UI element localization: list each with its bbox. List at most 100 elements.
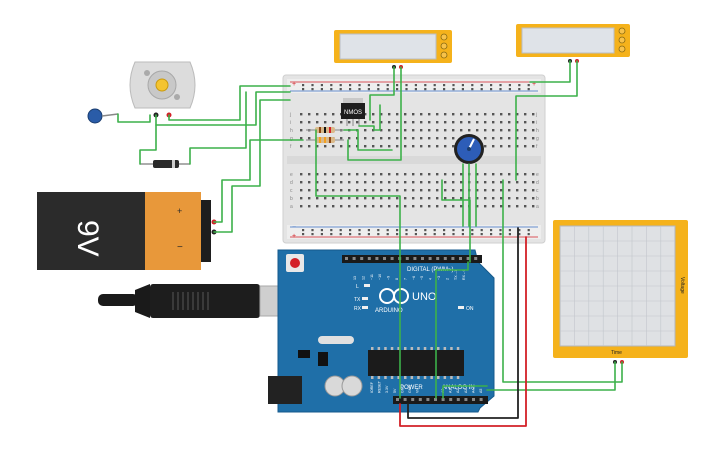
wire-pwm-to-board[interactable] (315, 129, 401, 399)
analog-label: ANALOG IN (442, 385, 475, 391)
power-jack[interactable] (268, 376, 302, 404)
rail-plus-label-right: + (532, 81, 536, 88)
wire-5v-red[interactable] (399, 236, 527, 427)
digital-header[interactable] (342, 255, 482, 263)
wire-battery-minus[interactable] (213, 99, 291, 233)
wire-motor-to-board[interactable] (155, 91, 291, 126)
row-label: c (290, 188, 293, 194)
pin-label: 2 (445, 278, 449, 280)
row-label-right: i (536, 120, 537, 126)
battery-label: 9V (71, 220, 104, 257)
row-label: f (290, 144, 292, 150)
wire-motor-to-drain[interactable] (168, 85, 291, 121)
row-label-right: f (536, 144, 538, 150)
wire-diode-right[interactable] (189, 91, 247, 165)
mode-v-icon[interactable] (440, 42, 448, 50)
multimeter-2-display (521, 27, 615, 54)
wires[interactable] (117, 60, 623, 427)
tx-label: TX (354, 297, 361, 303)
wire-resistor[interactable] (343, 129, 393, 151)
pin-label: A4 (471, 389, 475, 393)
row-label-right: a (536, 204, 539, 210)
on-label: ON (466, 306, 474, 312)
row-label: j (289, 112, 291, 118)
multimeter-2[interactable] (516, 24, 630, 63)
row-label-right: e (536, 172, 539, 178)
multimeter-1[interactable] (334, 30, 452, 69)
row-label-right: b (536, 196, 539, 202)
pin-label: RX←0 (462, 269, 466, 280)
wire-gnd-black[interactable] (407, 227, 519, 419)
wire-scope-1[interactable] (486, 361, 616, 391)
wire-gate[interactable] (358, 104, 381, 131)
usb-grip (172, 292, 209, 310)
nmos-transistor[interactable]: NMOS (341, 98, 365, 126)
wire-meter1-red[interactable] (347, 66, 402, 161)
oscilloscope[interactable]: Time Voltage (553, 220, 688, 364)
pin-label: GND (400, 385, 404, 393)
arduino-logo-icon (379, 288, 409, 304)
wire-scope-2[interactable] (502, 179, 623, 383)
crystal (318, 336, 354, 344)
mode-ohm-icon[interactable] (440, 51, 448, 59)
capacitor[interactable] (87, 108, 119, 124)
arduino-uno[interactable]: DIGITAL (PWM~) POWER ANALOG IN UNO ARDUI… (268, 249, 495, 413)
microcontroller-chip (368, 350, 464, 376)
l-label: L (356, 284, 359, 290)
mode-a-icon-2[interactable] (618, 27, 626, 35)
wire-meter2-black[interactable] (529, 60, 571, 83)
time-label: Time (611, 350, 622, 356)
resistor-2[interactable] (306, 137, 344, 143)
wire-diode-left[interactable] (139, 124, 157, 165)
oscilloscope-grid (560, 226, 675, 346)
chip-pins (371, 347, 460, 379)
mode-ohm-icon-2[interactable] (618, 45, 626, 53)
potentiometer[interactable] (454, 134, 484, 164)
pin-label: RESET (378, 380, 382, 393)
wire-d10[interactable] (441, 179, 471, 263)
wire-meter2-red[interactable] (515, 60, 578, 181)
transistor-label: NMOS (344, 110, 362, 116)
power-header[interactable] (393, 396, 441, 404)
digital-pins (345, 257, 478, 260)
row-label: b (290, 196, 293, 202)
mode-a-icon[interactable] (440, 33, 448, 41)
wire-a0[interactable] (442, 385, 488, 399)
resistor-1[interactable] (306, 127, 344, 133)
wire-board-to-meter1[interactable] (369, 66, 395, 121)
mode-v-icon-2[interactable] (618, 36, 626, 44)
row-label-right: j (535, 112, 537, 118)
pin-label: Vin (416, 388, 420, 393)
pin-label: ~10 (378, 274, 382, 280)
row-label: e (290, 172, 293, 178)
wire-battery-plus[interactable] (213, 139, 304, 223)
pin-label: TX→1 (454, 270, 458, 280)
analog-header[interactable] (440, 396, 488, 404)
battery-9v[interactable]: 9V + − (37, 192, 217, 270)
brand-label: ARDUINO (375, 308, 403, 314)
row-label: i (290, 120, 291, 126)
multimeter-1-display (339, 33, 437, 60)
row-label: a (290, 204, 293, 210)
dc-motor[interactable] (129, 61, 196, 118)
pin-label: A5 (479, 389, 483, 393)
row-label: d (290, 180, 293, 186)
power-label: POWER (400, 385, 423, 391)
pin-label: ~6 (412, 276, 416, 280)
battery-minus-label: − (177, 242, 183, 253)
usb-cable[interactable] (98, 284, 297, 318)
pin-label: 12 (361, 276, 365, 280)
pin-label: A1 (449, 389, 453, 393)
wire-cap-to-motor[interactable] (117, 113, 151, 123)
pin-label: A2 (456, 389, 460, 393)
pin-label: ~3 (437, 276, 441, 280)
power-rail-bottom (302, 229, 530, 236)
wire-d9[interactable] (435, 261, 469, 399)
rail-plus-label: + (292, 81, 296, 88)
diode[interactable] (140, 160, 190, 168)
